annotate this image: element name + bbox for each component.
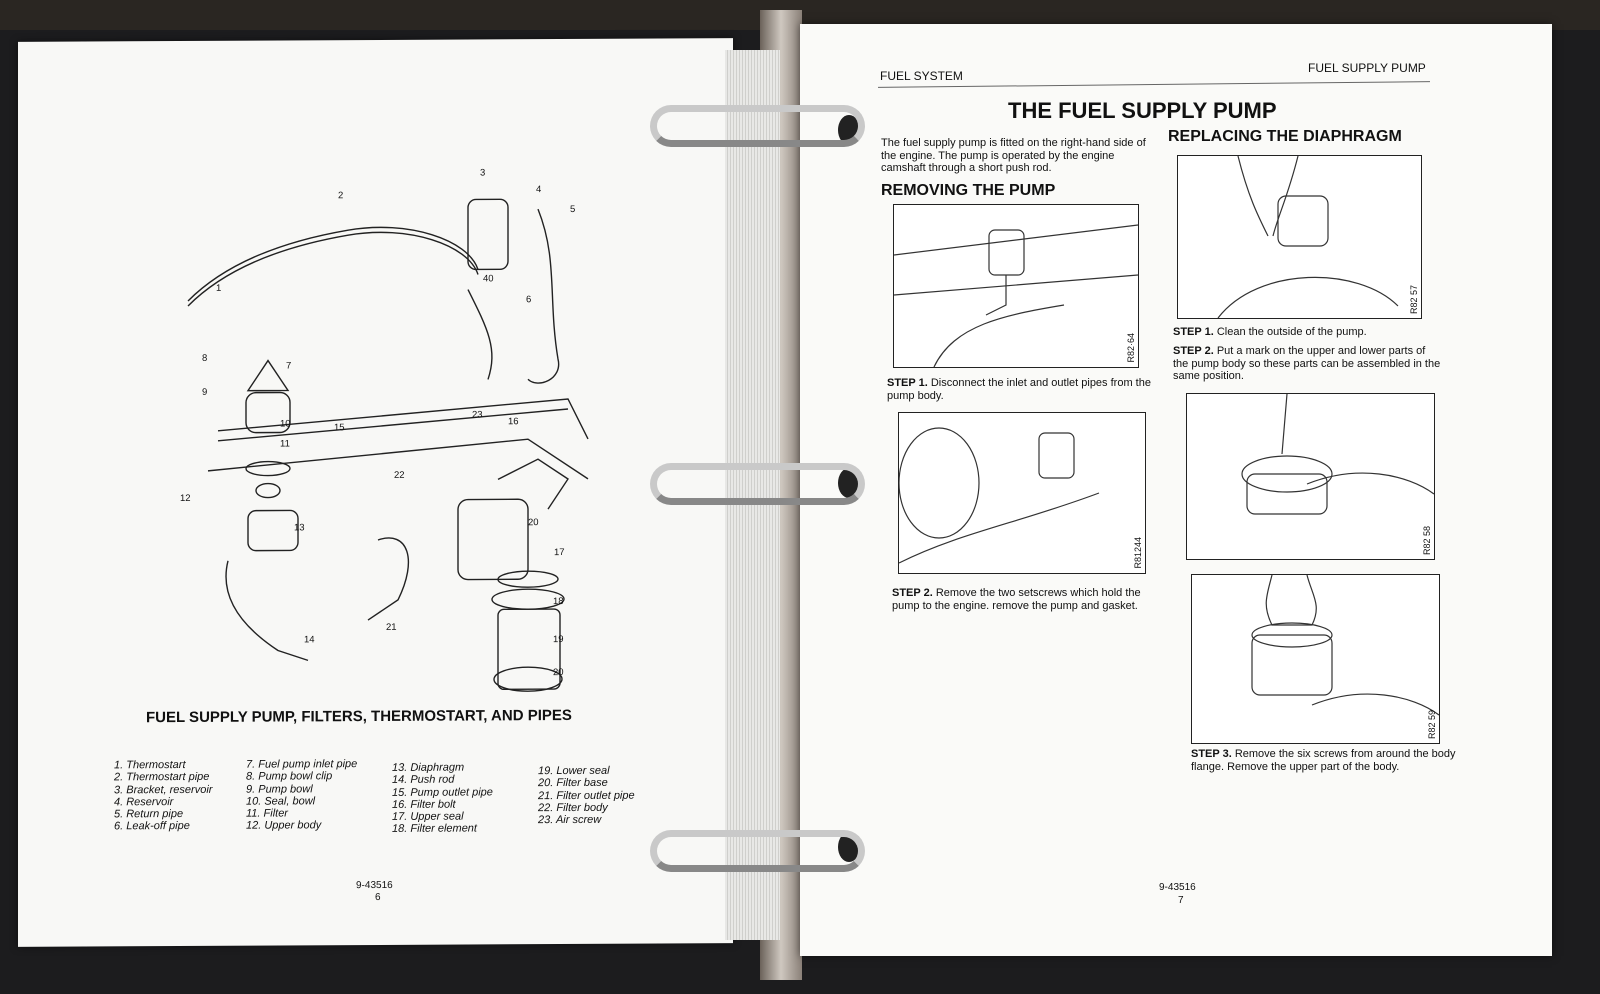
callout-14: 14	[304, 634, 315, 646]
figure-ref: R82 58	[1422, 525, 1432, 555]
part-item: 6. Leak-off pipe	[114, 820, 190, 833]
callout-18: 18	[553, 596, 564, 608]
figure-remove-setscrews: R81244	[898, 412, 1146, 574]
figure-clean-pump: R82 57	[1177, 155, 1422, 319]
callout-7: 7	[286, 360, 292, 372]
callout-9: 9	[202, 386, 208, 398]
part-item: 11. Filter	[246, 807, 288, 820]
removing-heading: REMOVING THE PUMP	[881, 182, 1056, 199]
removing-step-2: STEP 2. Remove the two setscrews which h…	[892, 587, 1160, 612]
parts-column-3: 13. Diaphragm 14. Push rod 15. Pump outl…	[392, 761, 493, 836]
part-item: 9. Pump bowl	[246, 782, 313, 796]
replacing-step-3: STEP 3. Remove the six screws from aroun…	[1191, 748, 1467, 773]
header-section: FUEL SYSTEM	[880, 69, 963, 83]
part-item: 10. Seal, bowl	[246, 795, 316, 808]
part-item: 13. Diaphragm	[392, 761, 465, 774]
left-page: 2 3 4 5 1 6 40 7 8 9 10 11 15 23 16 12 2…	[18, 38, 733, 947]
callout-11: 11	[280, 438, 290, 450]
binder-ring-bottom[interactable]	[650, 830, 865, 872]
callout-12: 12	[180, 492, 191, 505]
step-label: STEP 1.	[1173, 326, 1214, 338]
step-label: STEP 1.	[887, 377, 928, 389]
replacing-step-1: STEP 1. Clean the outside of the pump.	[1173, 326, 1443, 339]
callout-22: 22	[394, 469, 405, 481]
part-item: 2. Thermostart pipe	[114, 771, 210, 784]
diagram-caption: FUEL SUPPLY PUMP, FILTERS, THERMOSTART, …	[146, 706, 572, 727]
page-number: 6	[375, 891, 381, 904]
parts-column-2: 7. Fuel pump inlet pipe 8. Pump bowl cli…	[246, 758, 357, 832]
part-item: 12. Upper body	[246, 819, 322, 833]
part-item: 14. Push rod	[392, 773, 455, 787]
replacing-heading: REPLACING THE DIAPHRAGM	[1168, 128, 1402, 145]
step-text: Disconnect the inlet and outlet pipes fr…	[887, 377, 1151, 402]
part-item: 16. Filter bolt	[392, 798, 456, 811]
step-text: Remove the two setscrews which hold the …	[892, 587, 1141, 612]
page-number: 7	[1178, 895, 1184, 906]
step-label: STEP 2.	[892, 587, 933, 599]
part-item: 22. Filter body	[538, 801, 608, 815]
callout-19: 19	[553, 634, 564, 646]
callout-4: 4	[536, 184, 542, 196]
part-item: 23. Air screw	[538, 814, 602, 827]
right-page: FUEL SYSTEM FUEL SUPPLY PUMP THE FUEL SU…	[800, 24, 1552, 956]
part-item: 17. Upper seal	[392, 810, 464, 824]
step-label: STEP 3.	[1191, 748, 1232, 760]
callout-21: 21	[386, 621, 397, 633]
callout-20b: 20	[553, 667, 564, 679]
part-item: 18. Filter element	[392, 822, 477, 836]
part-item: 19. Lower seal	[538, 764, 610, 778]
figure-mark-body: R82 58	[1186, 393, 1435, 560]
step-text: Clean the outside of the pump.	[1216, 326, 1367, 338]
callout-16: 16	[508, 416, 519, 428]
part-item: 4. Reservoir	[114, 795, 174, 809]
callout-2: 2	[338, 190, 344, 202]
footer-code: 9-43516	[1159, 882, 1196, 893]
part-item: 21. Filter outlet pipe	[538, 789, 635, 802]
intro-paragraph: The fuel supply pump is fitted on the ri…	[881, 137, 1146, 174]
part-item: 5. Return pipe	[114, 808, 184, 821]
callout-3: 3	[480, 167, 486, 179]
callout-6: 6	[526, 294, 532, 306]
figure-ref: R82·64	[1126, 333, 1136, 363]
binder-ring-top[interactable]	[650, 105, 865, 147]
part-item: 1. Thermostart	[114, 758, 186, 772]
step-text: Put a mark on the upper and lower parts …	[1173, 345, 1441, 382]
callout-5: 5	[570, 203, 576, 215]
page-title: THE FUEL SUPPLY PUMP	[1008, 98, 1277, 123]
part-item: 3. Bracket, reservoir	[114, 783, 213, 796]
parts-column-4: 19. Lower seal 20. Filter base 21. Filte…	[538, 765, 635, 827]
callout-23: 23	[472, 409, 483, 421]
footer-code: 9-43516	[356, 879, 393, 892]
removing-step-1: STEP 1. Disconnect the inlet and outlet …	[887, 377, 1167, 402]
part-item: 15. Pump outlet pipe	[392, 785, 493, 799]
figure-remove-screws: R82 59	[1191, 574, 1440, 744]
callout-1: 1	[216, 282, 222, 294]
binder-ring-middle[interactable]	[650, 463, 865, 505]
callout-8: 8	[202, 352, 208, 364]
figure-ref: R82 57	[1409, 284, 1419, 314]
callout-17: 17	[554, 547, 565, 559]
figure-disconnect-pipes: R82·64	[893, 204, 1139, 368]
callout-13: 13	[294, 522, 305, 534]
part-item: 7. Fuel pump inlet pipe	[246, 758, 358, 771]
figure-ref: R82 59	[1427, 709, 1437, 739]
callout-10: 10	[280, 418, 291, 430]
exploded-parts-diagram	[168, 179, 608, 701]
part-item: 20. Filter base	[538, 777, 608, 790]
part-item: 8. Pump bowl clip	[246, 770, 333, 783]
parts-column-1: 1. Thermostart 2. Thermostart pipe 3. Br…	[114, 759, 212, 833]
step-label: STEP 2.	[1173, 345, 1214, 357]
page-stack-edge	[725, 50, 780, 940]
replacing-step-2: STEP 2. Put a mark on the upper and lowe…	[1173, 345, 1443, 383]
callout-15: 15	[334, 422, 345, 434]
callout-20: 20	[528, 517, 539, 529]
step-text: Remove the six screws from around the bo…	[1191, 748, 1456, 773]
header-topic: FUEL SUPPLY PUMP	[1308, 61, 1426, 75]
figure-ref: R81244	[1133, 537, 1143, 569]
callout-40: 40	[483, 273, 494, 285]
